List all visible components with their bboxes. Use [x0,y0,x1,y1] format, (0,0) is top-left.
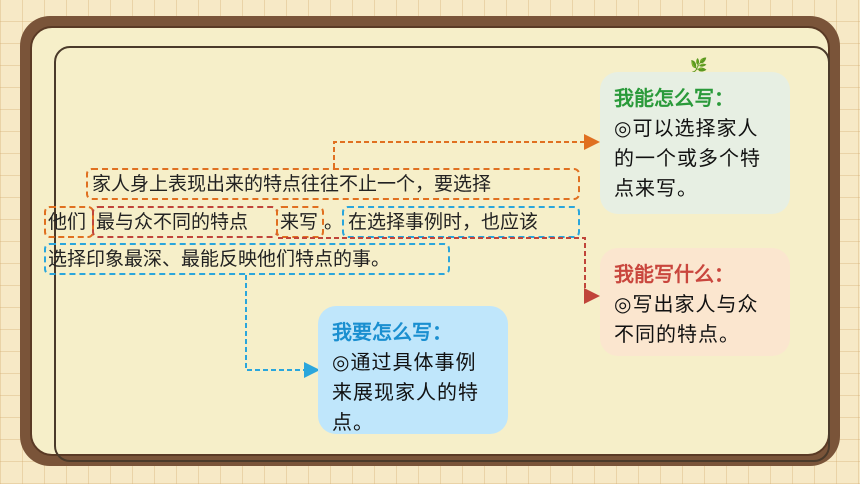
card-how-can-body: ◎可以选择家人的一个或多个特点来写。 [614,116,761,200]
passage-line-3: 选择印象最深、最能反映他们特点的事。 [48,248,391,270]
passage-line-2-them: 他们 [48,211,87,233]
passage-line-2-period: 。 [324,211,344,233]
arrow-to-what-can [278,237,600,304]
card-what-can-title: 我能写什么： [614,262,734,286]
card-how-should-body: ◎通过具体事例来展现家人的特点。 [332,350,479,434]
card-what-can-body: ◎写出家人与众不同的特点。 [614,292,759,346]
highlight-blue-examples [342,206,580,238]
passage-line-2-distinct: 最与众不同的特点 [96,211,249,233]
leaf-decoration-icon: 🌿 [690,58,708,74]
card-what-can-i-write: 我能写什么： ◎写出家人与众不同的特点。 [600,248,790,356]
passage-line-2-examples: 在选择事例时，也应该 [348,211,539,233]
board-inner-border [54,46,830,462]
highlight-orange-write [276,206,324,238]
arrow-to-how-should [245,275,320,378]
passage-line-1: 家人身上表现出来的特点往往不止一个，要选择 [92,173,492,195]
highlight-blue-line3 [44,243,450,275]
highlight-orange-line1 [86,168,580,200]
card-how-should-title: 我要怎么写： [332,320,452,344]
card-how-should-i-write: 我要怎么写： ◎通过具体事例来展现家人的特点。 [318,306,508,434]
arrow-to-how-can [333,134,600,168]
passage-line-2-write: 来写 [280,211,319,233]
card-how-can-i-write: 我能怎么写： ◎可以选择家人的一个或多个特点来写。 [600,72,790,214]
card-how-can-title: 我能怎么写： [614,86,734,110]
